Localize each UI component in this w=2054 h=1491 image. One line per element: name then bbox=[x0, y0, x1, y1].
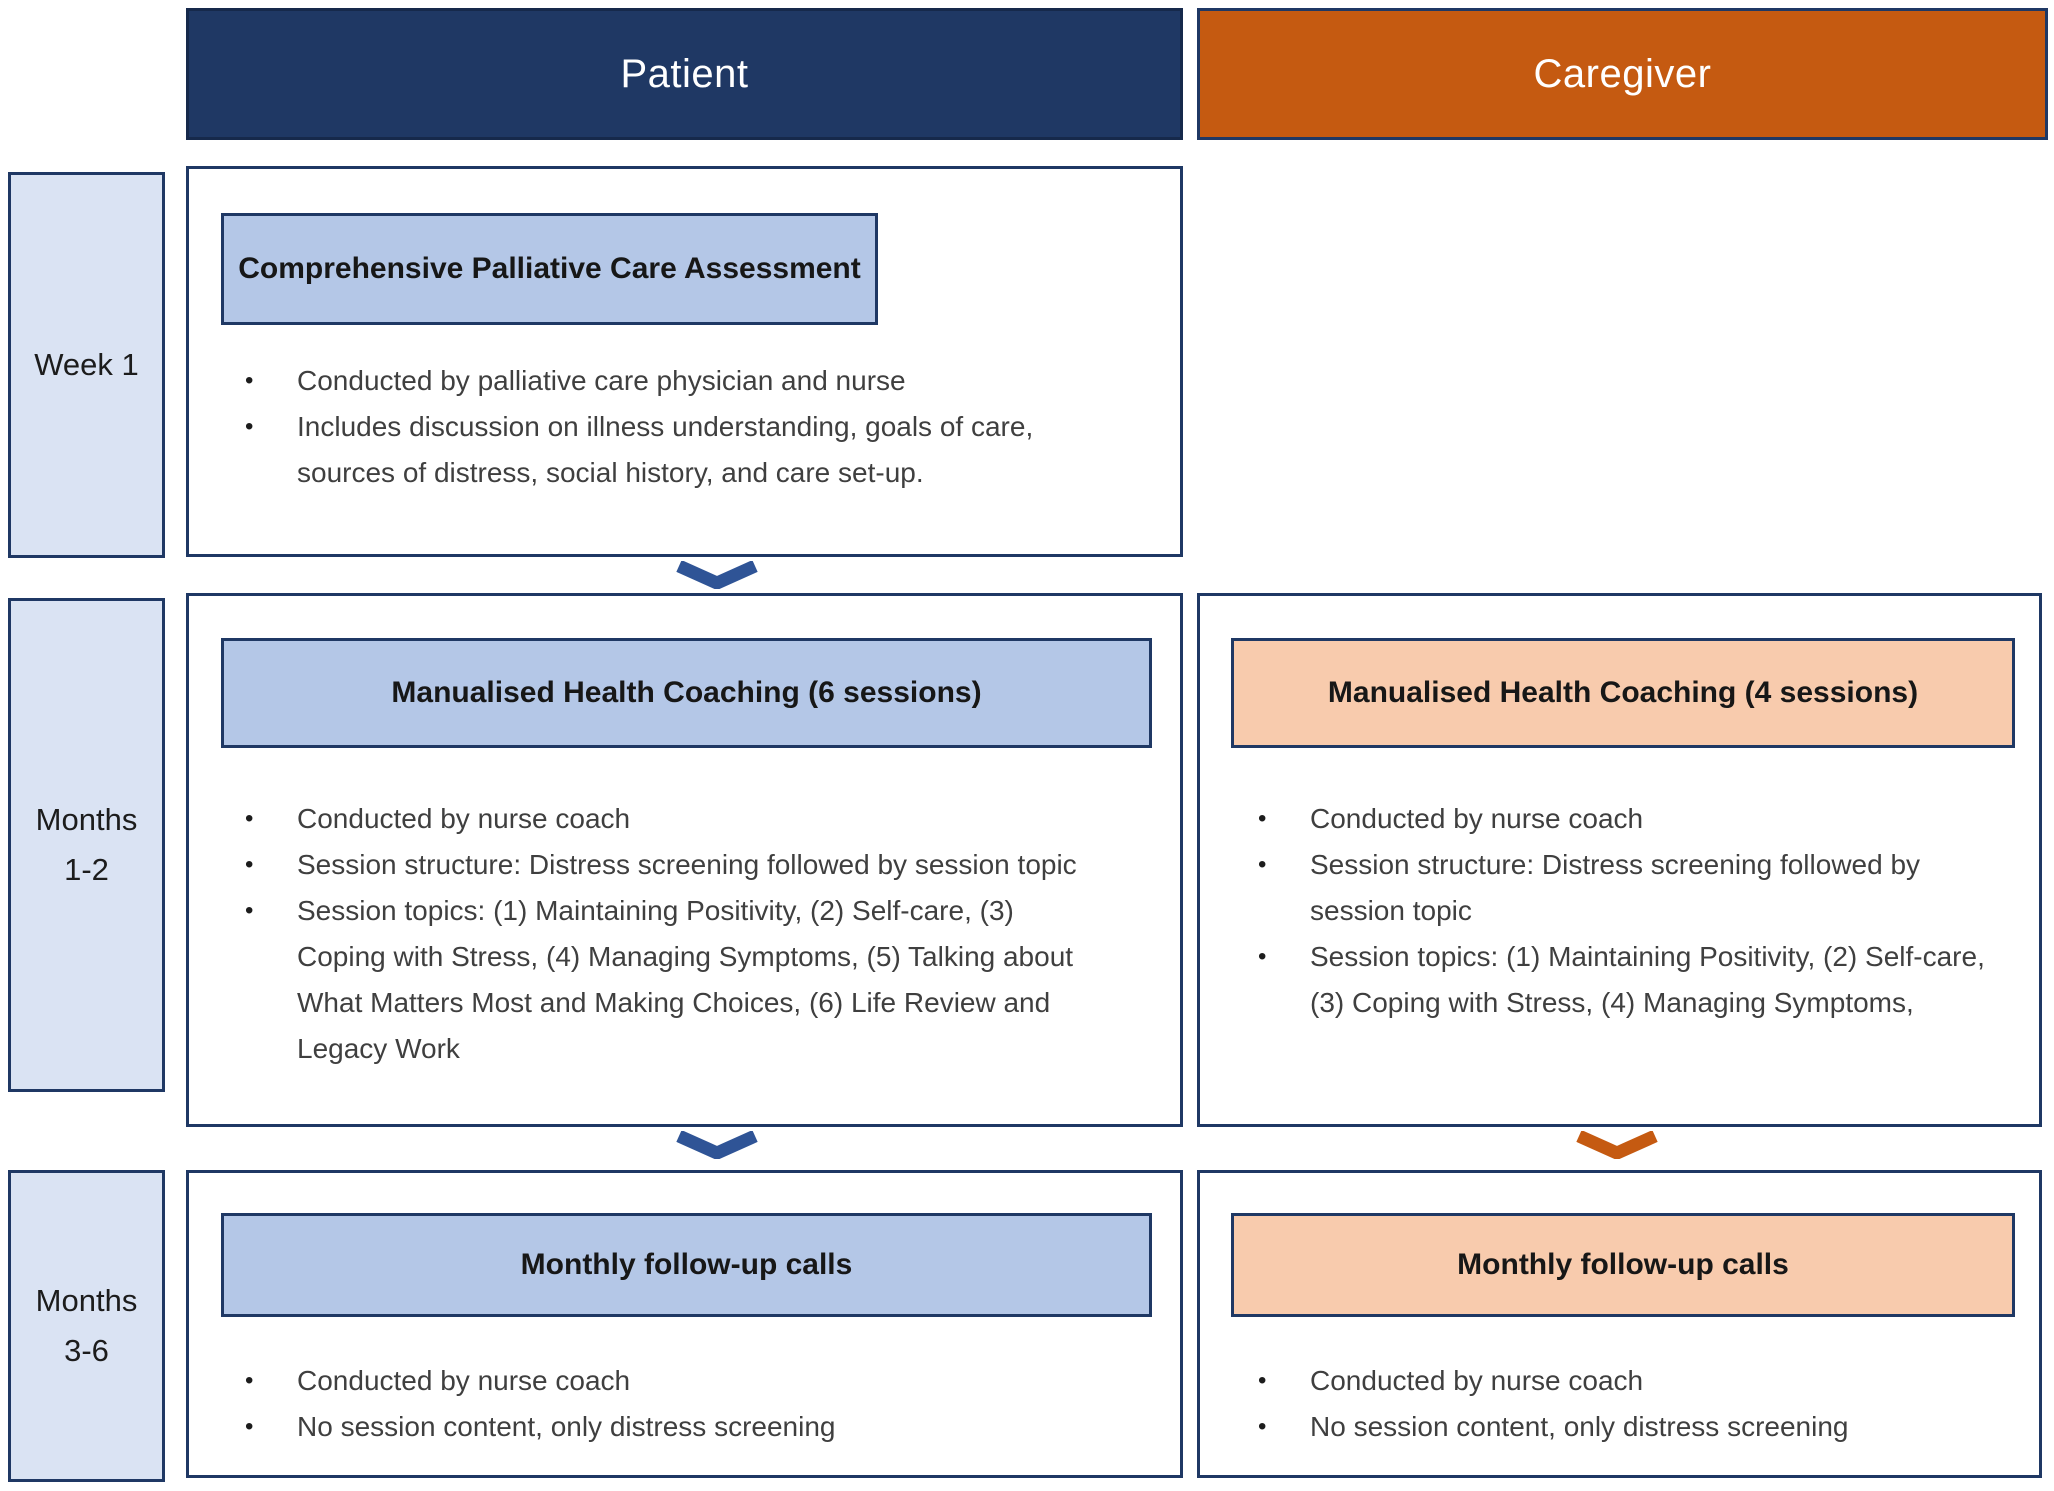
box-title-text: Manualised Health Coaching (4 sessions) bbox=[1327, 676, 1919, 709]
patient-week1-box: Comprehensive Palliative Care Assessment… bbox=[186, 166, 1183, 557]
patient-months-1-2-box: Manualised Health Coaching (6 sessions) … bbox=[186, 593, 1183, 1127]
bullet-dot-icon: • bbox=[245, 851, 254, 878]
bullet-text: Session structure: Distress screening fo… bbox=[1310, 849, 1921, 926]
bullet-dot-icon: • bbox=[1258, 805, 1267, 832]
caregiver-months-1-2-bullet-list: • Conducted by nurse coach • Session str… bbox=[1258, 796, 1998, 1026]
bullet-dot-icon: • bbox=[245, 367, 254, 394]
chevron-down-icon bbox=[676, 561, 758, 589]
bullet-item: • Conducted by nurse coach bbox=[245, 1358, 1095, 1404]
row-label-week1: Week 1 bbox=[8, 172, 165, 558]
bullet-text: Session topics: (1) Maintaining Positivi… bbox=[1310, 941, 1985, 1018]
patient-months-3-6-title-bar: Monthly follow-up calls bbox=[221, 1213, 1152, 1317]
bullet-dot-icon: • bbox=[245, 805, 254, 832]
patient-week1-title-bar: Comprehensive Palliative Care Assessment bbox=[221, 213, 878, 325]
bullet-text: Includes discussion on illness understan… bbox=[297, 411, 1034, 488]
chevron-down-icon bbox=[1576, 1131, 1658, 1159]
patient-months-3-6-box: Monthly follow-up calls • Conducted by n… bbox=[186, 1170, 1183, 1478]
bullet-dot-icon: • bbox=[1258, 943, 1267, 970]
bullet-dot-icon: • bbox=[1258, 1367, 1267, 1394]
box-title-text: Monthly follow-up calls bbox=[520, 1248, 853, 1281]
bullet-text: Conducted by nurse coach bbox=[1310, 803, 1644, 834]
bullet-item: • Session topics: (1) Maintaining Positi… bbox=[1258, 934, 1998, 1026]
bullet-text: No session content, only distress screen… bbox=[1310, 1411, 1849, 1442]
bullet-item: • Includes discussion on illness underst… bbox=[245, 404, 1095, 496]
caregiver-months-1-2-title-bar: Manualised Health Coaching (4 sessions) bbox=[1231, 638, 2015, 748]
patient-column-header: Patient bbox=[186, 8, 1183, 140]
box-title-text: Comprehensive Palliative Care Assessment bbox=[238, 252, 861, 285]
box-title-text: Manualised Health Coaching (6 sessions) bbox=[391, 676, 982, 709]
caregiver-column-title: Caregiver bbox=[1533, 51, 1712, 96]
row-label-months-1-2: Months 1-2 bbox=[8, 598, 165, 1092]
caregiver-months-3-6-title-bar: Monthly follow-up calls bbox=[1231, 1213, 2015, 1317]
caregiver-column-header: Caregiver bbox=[1197, 8, 2048, 140]
row-label-week1-text: Week 1 bbox=[34, 346, 139, 382]
patient-months-1-2-bullet-list: • Conducted by nurse coach • Session str… bbox=[245, 796, 1095, 1072]
bullet-item: • No session content, only distress scre… bbox=[1258, 1404, 1998, 1450]
bullet-item: • No session content, only distress scre… bbox=[245, 1404, 1095, 1450]
bullet-text: Conducted by palliative care physician a… bbox=[297, 365, 906, 396]
bullet-text: Conducted by nurse coach bbox=[297, 1365, 631, 1396]
bullet-dot-icon: • bbox=[245, 1367, 254, 1394]
bullet-item: • Conducted by nurse coach bbox=[1258, 1358, 1998, 1404]
patient-months-3-6-bullet-list: • Conducted by nurse coach • No session … bbox=[245, 1358, 1095, 1450]
bullet-item: • Session structure: Distress screening … bbox=[1258, 842, 1998, 934]
caregiver-months-1-2-box: Manualised Health Coaching (4 sessions) … bbox=[1197, 593, 2042, 1127]
bullet-text: Conducted by nurse coach bbox=[1310, 1365, 1644, 1396]
box-title-text: Monthly follow-up calls bbox=[1457, 1248, 1789, 1281]
patient-months-1-2-title-bar: Manualised Health Coaching (6 sessions) bbox=[221, 638, 1152, 748]
bullet-item: • Conducted by nurse coach bbox=[245, 796, 1095, 842]
patient-week1-bullet-list: • Conducted by palliative care physician… bbox=[245, 358, 1095, 496]
bullet-dot-icon: • bbox=[245, 1413, 254, 1440]
bullet-item: • Conducted by nurse coach bbox=[1258, 796, 1998, 842]
bullet-dot-icon: • bbox=[245, 897, 254, 924]
bullet-dot-icon: • bbox=[1258, 851, 1267, 878]
bullet-item: • Conducted by palliative care physician… bbox=[245, 358, 1095, 404]
caregiver-months-3-6-box: Monthly follow-up calls • Conducted by n… bbox=[1197, 1170, 2042, 1478]
row-label-months-1-2-text: Months 1-2 bbox=[35, 801, 138, 887]
bullet-dot-icon: • bbox=[1258, 1413, 1267, 1440]
bullet-item: • Session topics: (1) Maintaining Positi… bbox=[245, 888, 1095, 1072]
bullet-item: • Session structure: Distress screening … bbox=[245, 842, 1095, 888]
row-label-months-3-6-text: Months 3-6 bbox=[35, 1282, 138, 1368]
bullet-dot-icon: • bbox=[245, 413, 254, 440]
bullet-text: Conducted by nurse coach bbox=[297, 803, 631, 834]
chevron-down-icon bbox=[676, 1131, 758, 1159]
bullet-text: Session topics: (1) Maintaining Positivi… bbox=[297, 895, 1074, 1064]
patient-column-title: Patient bbox=[620, 51, 749, 96]
caregiver-months-3-6-bullet-list: • Conducted by nurse coach • No session … bbox=[1258, 1358, 1998, 1450]
bullet-text: Session structure: Distress screening fo… bbox=[297, 849, 1077, 880]
row-label-months-3-6: Months 3-6 bbox=[8, 1170, 165, 1482]
bullet-text: No session content, only distress screen… bbox=[297, 1411, 836, 1442]
